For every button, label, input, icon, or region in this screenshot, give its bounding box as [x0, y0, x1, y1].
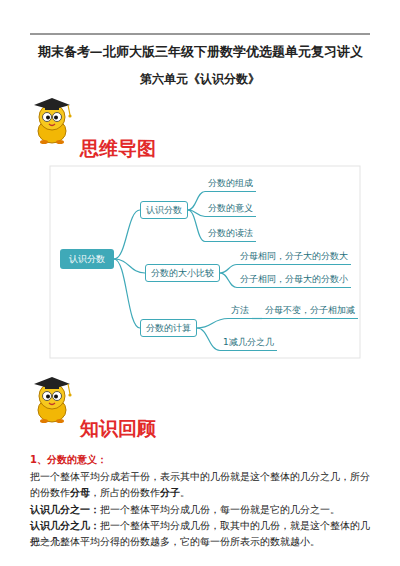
body-text: 把一个整体平均分得的份数越多，它的每一份所表示的数就越小。: [30, 536, 320, 547]
root-topic: 认识分数: [60, 249, 114, 269]
body-text: 把一个整体平均分成几份，每一份就是它的几分之一。: [100, 504, 340, 515]
bold-text: 分母: [70, 487, 90, 498]
paragraph: 把一个整体平均分得的份数越多，它的每一份所表示的数就越小。: [30, 534, 372, 550]
paragraph: 认识几分之一：把一个整体平均分成几份，每一份就是它的几分之一。: [30, 502, 372, 518]
node-text: 分数的意义: [208, 202, 253, 214]
body-text: ，所占的份数作: [90, 487, 160, 498]
bold-text: 1、分数的意义：: [30, 454, 107, 465]
node-text: 分数的读法: [208, 227, 253, 239]
mindmap-connector: [188, 192, 205, 211]
mindmap-connector: [114, 259, 140, 328]
leaf-topic: 分母相同，分子大的分数大: [237, 249, 351, 265]
paragraph: 1、分数的意义：: [30, 452, 372, 468]
branch-topic: 分数的计算: [140, 319, 197, 337]
mindmap-connector: [114, 210, 140, 259]
bold-text: 认识几分之几：: [30, 520, 100, 531]
section-heading: 知识回顾: [80, 416, 156, 442]
node-text: 分母不变，分子相加减: [265, 304, 355, 316]
section-heading: 思维导图: [80, 136, 156, 162]
node-text: 分数的大小比较: [151, 267, 214, 279]
leaf-topic: 方法: [228, 303, 252, 319]
node-text: 认识分数: [69, 253, 105, 265]
node-text: 分子相同，分母大的分数小: [240, 273, 348, 285]
page-title: 期末备考—北师大版三年级下册数学优选题单元复习讲义: [10, 43, 390, 61]
leaf-topic: 分子相同，分母大的分数小: [237, 272, 351, 288]
paragraph: 把一个整体平均分成若干份，表示其中的几份就是这个整体的几分之几，所分的份数作分母…: [30, 469, 372, 501]
leaf-topic: 分数的意义: [205, 201, 256, 217]
leaf-topic: 分母不变，分子相加减: [262, 303, 358, 319]
mascot-icon: [34, 98, 72, 144]
body-text: 。: [180, 487, 190, 498]
mindmap-connector: [252, 318, 262, 319]
mindmap-connector: [114, 259, 145, 273]
mindmap-frame: [50, 166, 360, 358]
node-text: 分数的组成: [208, 177, 253, 189]
mindmap-connector: [220, 265, 237, 274]
node-text: 分数的计算: [146, 322, 191, 334]
leaf-topic: 1减几分之几: [220, 335, 277, 351]
top-rule: [30, 34, 370, 35]
node-text: 1减几分之几: [223, 336, 274, 348]
mindmap-connector: [188, 210, 205, 242]
mindmap-connector: [220, 273, 237, 288]
leaf-topic: 分数的组成: [205, 176, 256, 192]
unit-subtitle: 第六单元《认识分数》: [10, 71, 390, 88]
node-text: 认识分数: [146, 204, 182, 216]
bold-text: 分子: [160, 487, 180, 498]
leaf-topic: 分数的读法: [205, 226, 256, 242]
node-text: 分母相同，分子大的分数大: [240, 250, 348, 262]
branch-topic: 认识分数: [140, 201, 188, 219]
mindmap-connector: [197, 328, 220, 351]
branch-topic: 分数的大小比较: [145, 264, 220, 282]
mascot-icon: [34, 377, 72, 423]
node-text: 方法: [231, 304, 249, 316]
bold-text: 认识几分之一：: [30, 504, 100, 515]
mindmap-connector: [197, 319, 228, 329]
